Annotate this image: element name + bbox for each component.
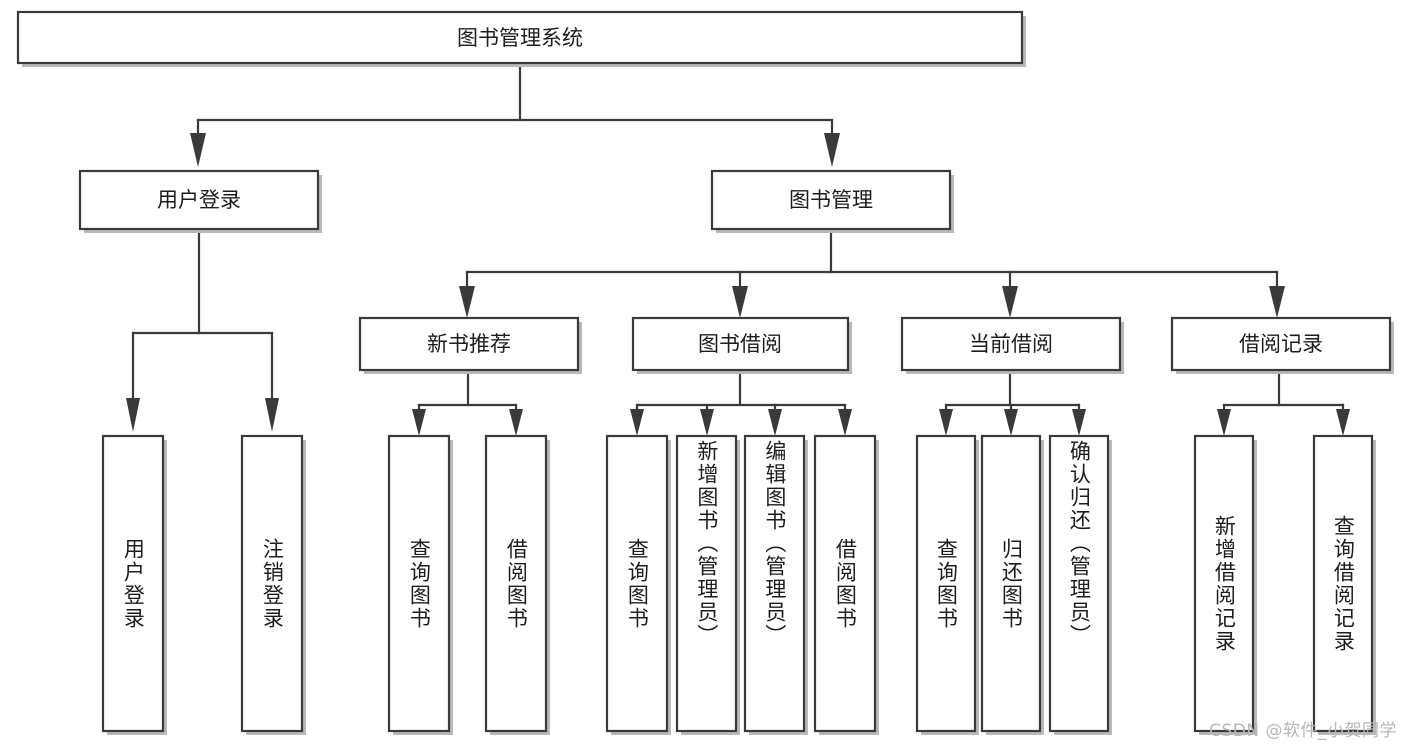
arrow-bb-leaf-4 <box>838 409 852 436</box>
arrow-to-borrow-record <box>1269 286 1285 318</box>
leaf-book-borrow-1[interactable] <box>605 434 671 735</box>
arrow-nb-leaf-1 <box>412 409 426 436</box>
leaf-new-book-1[interactable] <box>387 434 453 735</box>
leaf-current-borrow-3[interactable] <box>1048 434 1112 735</box>
arrow-to-new-book-recommend <box>459 286 475 318</box>
arrow-to-leaf-user-login <box>126 398 140 432</box>
node-user-login[interactable]: 用户登录 <box>78 169 322 233</box>
arrow-bb-leaf-1 <box>630 409 644 436</box>
node-book-manage-label: 图书管理 <box>789 188 873 212</box>
arrow-to-current-borrow <box>1002 286 1018 318</box>
node-borrow-record-label: 借阅记录 <box>1239 332 1323 356</box>
node-root[interactable]: 图书管理系统 <box>16 10 1026 67</box>
arrow-bb-leaf-2 <box>700 409 714 436</box>
leaf-user-login-2[interactable] <box>240 434 306 735</box>
node-root-label: 图书管理系统 <box>457 26 583 50</box>
arrow-to-book-borrow <box>732 286 748 318</box>
edges-layer <box>126 64 1350 436</box>
node-user-login-label: 用户登录 <box>157 188 241 212</box>
leaf-book-borrow-2[interactable] <box>675 434 740 735</box>
node-current-borrow-label: 当前借阅 <box>969 332 1053 356</box>
arrow-nb-leaf-2 <box>509 409 523 436</box>
arrow-to-user-login <box>190 133 206 167</box>
leaf-book-borrow-3[interactable] <box>743 434 808 735</box>
arrow-cb-leaf-2 <box>1004 409 1018 436</box>
csdn-watermark: CSDN @软件_小贺同学 <box>1209 721 1397 741</box>
leaf-current-borrow-2[interactable] <box>980 434 1044 735</box>
node-book-manage[interactable]: 图书管理 <box>710 169 954 233</box>
arrow-cb-leaf-1 <box>939 409 953 436</box>
arrow-br-leaf-2 <box>1336 409 1350 436</box>
leaf-book-borrow-4[interactable] <box>813 434 879 735</box>
arrow-to-leaf-logout <box>265 398 279 432</box>
arrow-to-book-manage <box>824 133 840 167</box>
leaf-current-borrow-1[interactable] <box>915 434 979 735</box>
arrow-br-leaf-1 <box>1217 409 1231 436</box>
arrow-bb-leaf-3 <box>768 409 782 436</box>
node-book-borrow-label: 图书借阅 <box>698 332 782 356</box>
node-new-book-recommend[interactable]: 新书推荐 <box>358 316 582 374</box>
node-book-borrow[interactable]: 图书借阅 <box>631 316 852 374</box>
leaf-user-login-1[interactable] <box>101 434 167 735</box>
nodes-layer: 图书管理系统 用户登录 图书管理 新书推荐 <box>16 10 1394 735</box>
leaf-borrow-record-1[interactable] <box>1193 434 1257 735</box>
leaf-new-book-2[interactable] <box>484 434 550 735</box>
node-borrow-record[interactable]: 借阅记录 <box>1170 316 1394 374</box>
arrow-cb-leaf-3 <box>1072 409 1086 436</box>
node-current-borrow[interactable]: 当前借阅 <box>900 316 1124 374</box>
leaf-borrow-record-2[interactable] <box>1312 434 1376 735</box>
node-new-book-recommend-label: 新书推荐 <box>427 332 511 356</box>
